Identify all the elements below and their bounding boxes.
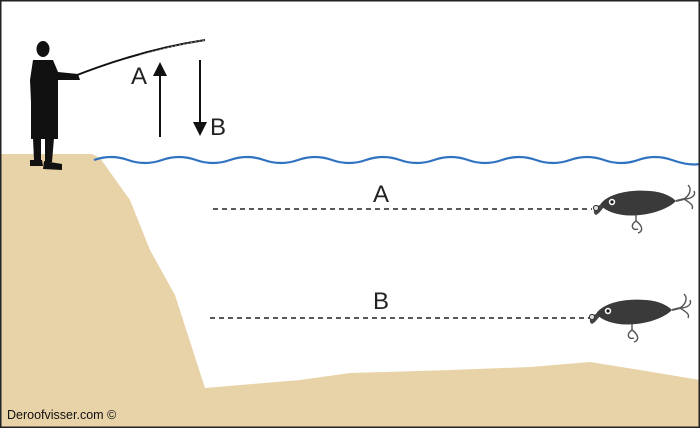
depth-b-label: B [373, 288, 389, 315]
bank-and-lake-bottom [0, 154, 700, 428]
water-surface-line [93, 155, 700, 166]
arrow-a-label: A [131, 63, 147, 90]
credit-text: Deroofvisser.com © [7, 408, 117, 422]
arrow-down-icon [193, 60, 207, 136]
arrow-b-label: B [210, 114, 226, 141]
arrow-up-icon [153, 62, 167, 137]
fishing-rod-icon [71, 39, 206, 78]
fishing-line [139, 39, 206, 56]
angler-silhouette-icon [30, 41, 80, 170]
depth-a-label: A [373, 181, 389, 208]
